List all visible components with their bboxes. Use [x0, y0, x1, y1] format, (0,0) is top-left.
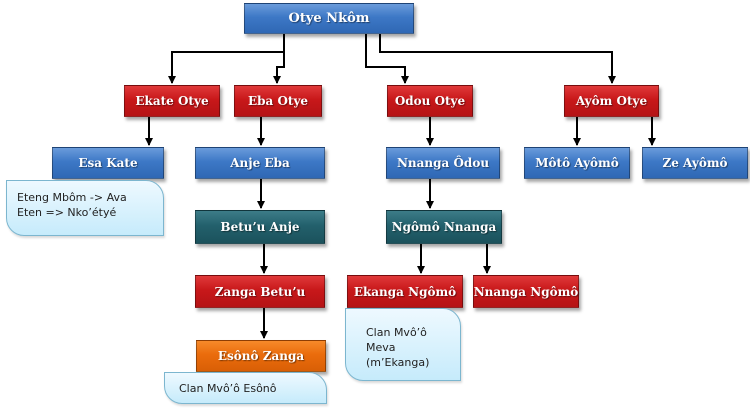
node-zanga-betuu: Zanga Betu’u	[195, 275, 325, 308]
node-moto-ayomo: Môtô Ayômô	[524, 147, 630, 179]
note-line: (m’Ekanga)	[366, 356, 430, 369]
node-anje-eba: Anje Eba	[195, 147, 325, 179]
node-odou-otye: Odou Otye	[387, 85, 473, 117]
node-ze-ayomo: Ze Ayômô	[642, 147, 748, 179]
note-esono: Clan Mvô’ô Esônô	[164, 372, 327, 404]
node-nnanga-odou: Nnanga Ôdou	[386, 147, 500, 179]
note-ekanga: Clan Mvô’ô Meva (m’Ekanga)	[345, 308, 461, 381]
connector-root-odou	[365, 34, 409, 84]
connector-root-ekate	[168, 34, 285, 84]
node-esono-zanga: Esônô Zanga	[196, 340, 326, 372]
note-line: Clan Mvô’ô Esônô	[179, 382, 277, 395]
node-ngomo-nnanga: Ngômô Nnanga	[386, 210, 502, 244]
node-eba-otye: Eba Otye	[234, 85, 322, 117]
node-ayom-otye: Ayôm Otye	[564, 85, 659, 117]
note-line: Meva	[366, 341, 396, 354]
node-nnanga-ngomo: Nnanga Ngômô	[473, 275, 579, 308]
note-esa-kate: Eteng Mbôm -> Ava Eten => Nko’étyé	[6, 180, 164, 236]
note-line: Eten => Nko’étyé	[17, 206, 117, 219]
note-line: Clan Mvô’ô	[366, 326, 427, 339]
node-betuu-anje: Betu’u Anje	[195, 210, 325, 244]
node-esa-kate: Esa Kate	[52, 147, 164, 179]
node-ekanga-ngomo: Ekanga Ngômô	[347, 275, 463, 308]
connector-root-ayom	[379, 34, 616, 84]
note-line: Eteng Mbôm -> Ava	[17, 191, 127, 204]
connector-root-eba	[273, 34, 285, 84]
node-ekate-otye: Ekate Otye	[124, 85, 220, 117]
node-otye-nkom: Otye Nkôm	[244, 3, 414, 34]
